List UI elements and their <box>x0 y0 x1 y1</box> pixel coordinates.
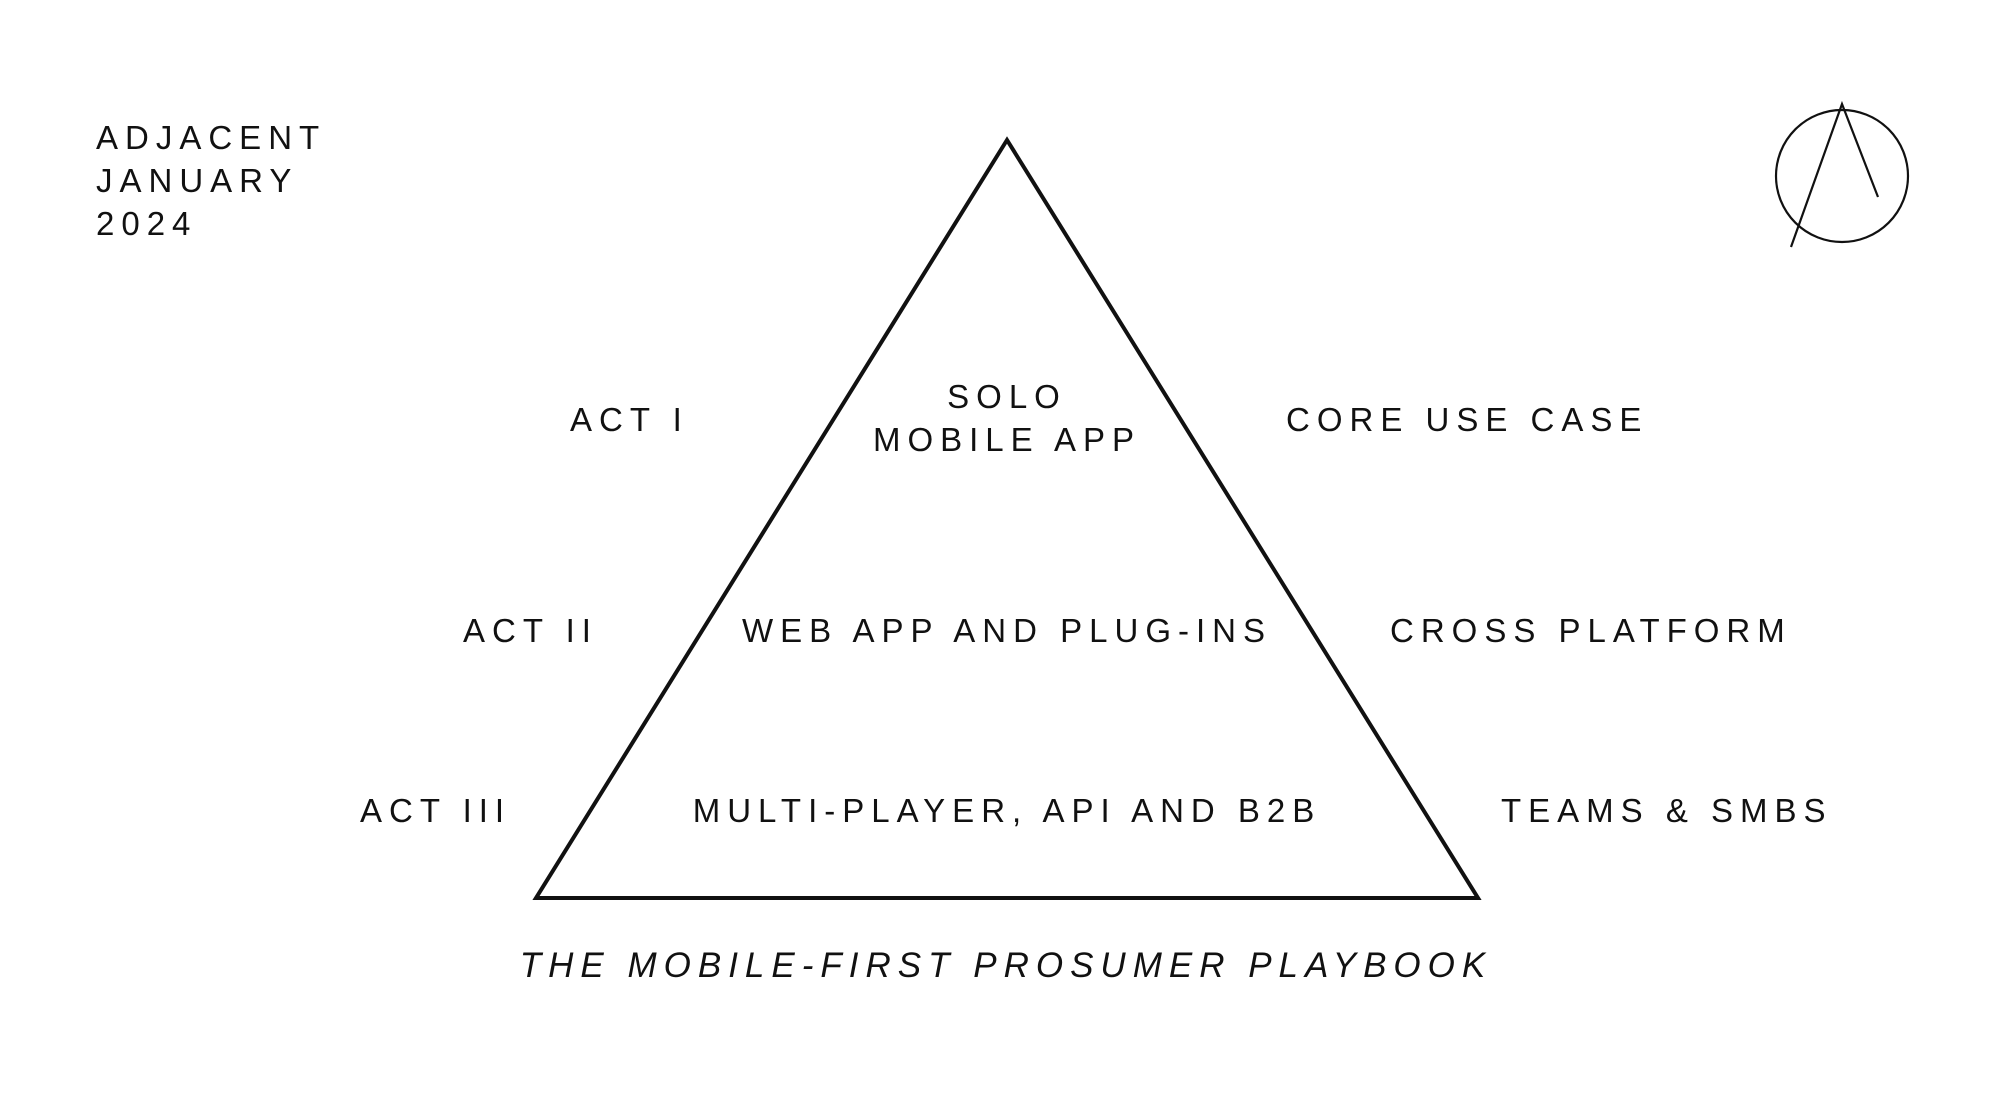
tier-1-content: SOLO MOBILE APP <box>873 375 1141 461</box>
tier-1-description: CORE USE CASE <box>1286 401 1649 438</box>
tier-3-content: MULTI-PLAYER, API AND B2B <box>692 792 1322 829</box>
tier-2-content: WEB APP AND PLUG-INS <box>741 612 1273 649</box>
tier-1-content-line1: SOLO <box>947 378 1067 415</box>
brand-month: JANUARY <box>96 162 299 199</box>
pyramid-triangle <box>532 136 1482 900</box>
act-1-label: ACT I <box>570 401 689 438</box>
tier-3-description: TEAMS & SMBS <box>1501 792 1833 829</box>
brand-header: ADJACENT JANUARY 2024 <box>96 116 326 245</box>
act-2-label: ACT II <box>463 612 598 649</box>
brand-year: 2024 <box>96 205 198 242</box>
diagram-caption: THE MOBILE-FIRST PROSUMER PLAYBOOK <box>519 946 1493 985</box>
circle-a-logo-icon <box>1774 100 1910 248</box>
act-3-label: ACT III <box>360 792 512 829</box>
brand-name: ADJACENT <box>96 119 327 156</box>
tier-2-description: CROSS PLATFORM <box>1390 612 1792 649</box>
tier-1-content-line2: MOBILE APP <box>872 421 1142 458</box>
